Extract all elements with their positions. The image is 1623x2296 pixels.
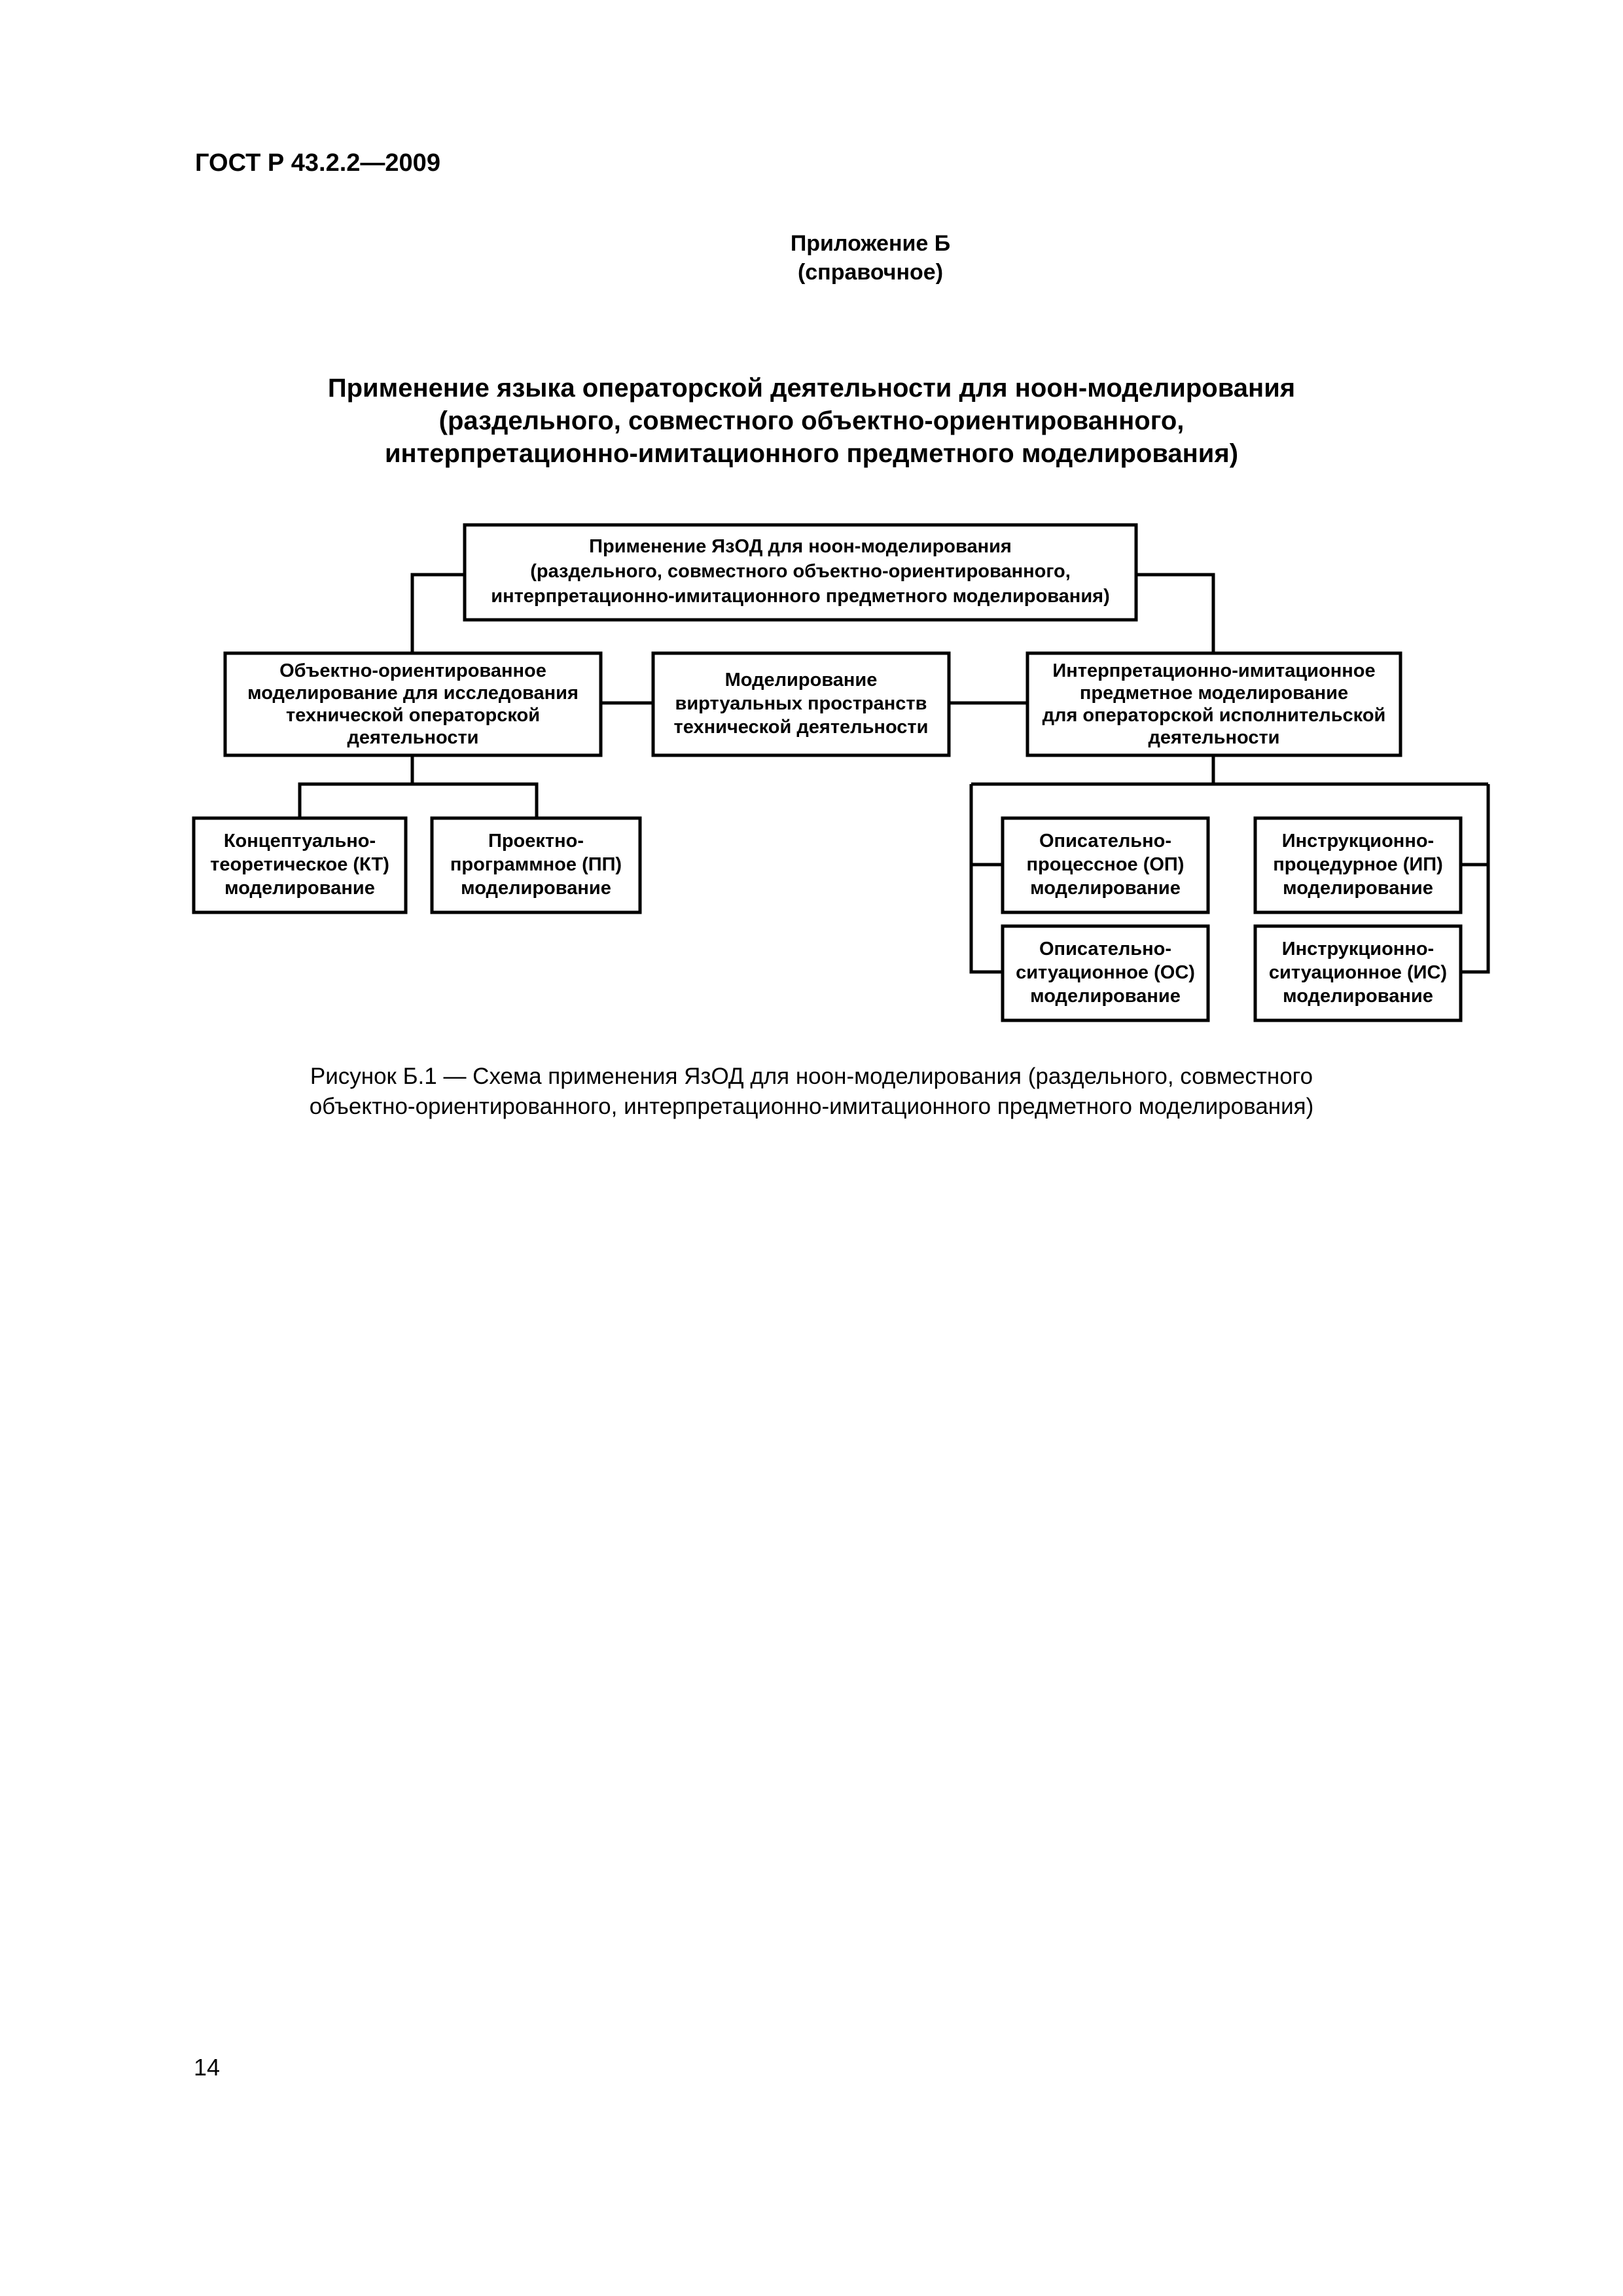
box-text-line: деятельности — [347, 727, 478, 748]
box-virtual-spaces: Моделирование виртуальных пространств те… — [651, 651, 951, 757]
caption-line: Рисунок Б.1 — Схема применения ЯзОД для … — [310, 1064, 1313, 1089]
box-text-line: теоретическое (КТ) — [210, 854, 389, 875]
section-heading: Применение языка операторской деятельнос… — [157, 372, 1466, 470]
connector-right-bus — [1461, 784, 1490, 974]
box-interpretation: Интерпретационно-имитационное предметное… — [1026, 651, 1402, 757]
page-number: 14 — [194, 2054, 221, 2081]
box-text-line: процедурное (ИП) — [1273, 854, 1443, 875]
diagram-connectors — [298, 573, 1490, 974]
box-text-line: моделирование — [1030, 986, 1181, 1007]
heading-line: Применение языка операторской деятельнос… — [327, 374, 1296, 403]
box-text-line: Концептуально- — [224, 831, 376, 852]
box-instr-situation: Инструкционно- ситуационное (ИС) моделир… — [1253, 924, 1463, 1022]
box-text-line: Инструкционно- — [1282, 831, 1434, 852]
box-text-line: Интерпретационно-имитационное — [1052, 660, 1375, 681]
heading-line: (раздельного, совместного объектно-ориен… — [438, 406, 1185, 435]
box-text-line: процессное (ОП) — [1027, 854, 1185, 875]
box-text-line: интерпретационно-имитационного предметно… — [491, 586, 1109, 607]
box-text-line: технической деятельности — [674, 717, 929, 738]
box-object-oriented: Объектно-ориентированное моделирование д… — [223, 651, 603, 757]
box-text-line: моделирование — [1030, 878, 1181, 899]
box-text-line: моделирование для исследования — [247, 683, 579, 704]
box-text-line: Описательно- — [1039, 939, 1171, 960]
appendix-label: Приложение Б — [790, 231, 951, 256]
box-text-line: Моделирование — [725, 670, 878, 691]
box-text-line: Применение ЯзОД для ноон-моделирования — [589, 536, 1012, 557]
figure-caption: Рисунок Б.1 — Схема применения ЯзОД для … — [157, 1062, 1466, 1122]
connector-left-bus — [969, 784, 1003, 974]
box-desc-process: Описательно- процессное (ОП) моделирован… — [1001, 816, 1210, 914]
box-text-line: моделирование — [224, 878, 375, 899]
box-text-line: ситуационное (ИС) — [1269, 962, 1447, 983]
connector-root-left — [410, 573, 465, 653]
box-text-line: моделирование — [1283, 986, 1433, 1007]
appendix-title: Приложение Б (справочное) — [654, 229, 1086, 287]
box-text-line: Описательно- — [1039, 831, 1171, 852]
connector-oo-children — [298, 782, 539, 818]
box-text-line: Объектно-ориентированное — [279, 660, 546, 681]
box-text-line: виртуальных пространств — [675, 693, 927, 714]
box-desc-situation: Описательно- ситуационное (ОС) моделиров… — [1001, 924, 1210, 1022]
document-code: ГОСТ Р 43.2.2—2009 — [195, 149, 440, 177]
box-text-line: для операторской исполнительской — [1043, 705, 1386, 726]
box-text-line: (раздельного, совместного объектно-ориен… — [530, 561, 1071, 582]
box-text-line: ситуационное (ОС) — [1016, 962, 1195, 983]
box-text-line: программное (ПП) — [450, 854, 622, 875]
box-design: Проектно- программное (ПП) моделирование — [430, 816, 642, 914]
box-text-line: Инструкционно- — [1282, 939, 1434, 960]
box-root: Применение ЯзОД для ноон-моделирования (… — [463, 523, 1138, 622]
box-text-line: технической операторской — [286, 705, 540, 726]
box-text-line: предметное моделирование — [1080, 683, 1348, 704]
box-instr-procedure: Инструкционно- процедурное (ИП) моделиро… — [1253, 816, 1463, 914]
box-conceptual: Концептуально- теоретическое (КТ) модели… — [192, 816, 408, 914]
appendix-type: (справочное) — [797, 260, 944, 285]
box-text-line: Проектно- — [488, 831, 584, 852]
box-text-line: моделирование — [1283, 878, 1433, 899]
box-text-line: деятельности — [1148, 727, 1279, 748]
connector-root-right — [1136, 573, 1215, 653]
box-text-line: моделирование — [461, 878, 611, 899]
heading-line: интерпретационно-имитационного предметно… — [384, 439, 1239, 468]
caption-line: объектно-ориентированного, интерпретацио… — [309, 1094, 1314, 1119]
